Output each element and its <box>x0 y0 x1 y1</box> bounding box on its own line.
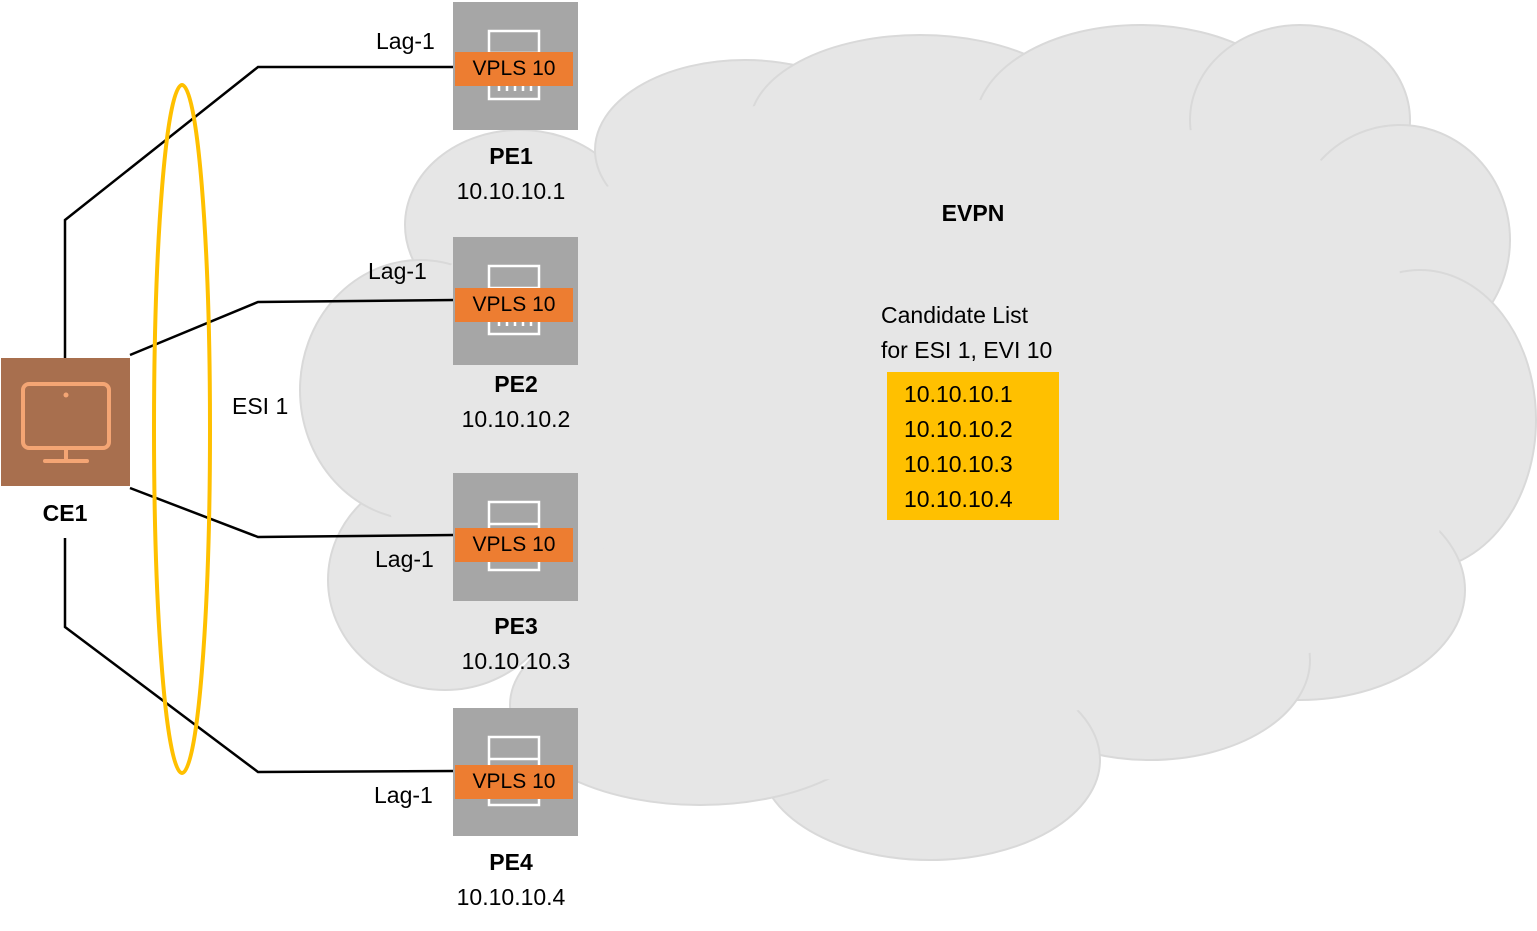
pe1-router: VPLS 10 <box>453 2 578 130</box>
pe3-vpls-tag: VPLS 10 <box>455 528 573 562</box>
pe2-ip: 10.10.10.2 <box>461 406 571 432</box>
monitor-icon <box>21 382 111 463</box>
ce-name: CE1 <box>42 500 88 526</box>
pe2-lag-label: Lag-1 <box>368 258 427 284</box>
pe4-lag-label: Lag-1 <box>374 782 433 808</box>
candidate-item: 10.10.10.3 <box>904 451 1013 477</box>
pe4-vpls-tag: VPLS 10 <box>455 765 573 799</box>
pe4-ip: 10.10.10.4 <box>456 884 566 910</box>
pe3-lag-label: Lag-1 <box>375 546 434 572</box>
pe1-lag-label: Lag-1 <box>376 28 435 54</box>
candidate-list-box: 10.10.10.1 10.10.10.2 10.10.10.3 10.10.1… <box>887 372 1059 520</box>
esi-label: ESI 1 <box>232 393 289 419</box>
ce-device <box>1 358 130 486</box>
candidate-list-title: Candidate List <box>881 302 1029 328</box>
pe1-vpls-tag: VPLS 10 <box>455 52 573 86</box>
evpn-label: EVPN <box>941 200 1005 226</box>
esi-ring <box>152 83 212 775</box>
pe3-ip: 10.10.10.3 <box>461 648 571 674</box>
pe2-vpls-tag: VPLS 10 <box>455 288 573 322</box>
candidate-item: 10.10.10.2 <box>904 416 1013 442</box>
candidate-list-subtitle: for ESI 1, EVI 10 <box>881 337 1053 363</box>
pe4-name: PE4 <box>489 849 533 875</box>
pe3-name: PE3 <box>494 613 538 639</box>
candidate-item: 10.10.10.4 <box>904 486 1013 512</box>
pe2-router: VPLS 10 <box>453 237 578 365</box>
pe4-router: VPLS 10 <box>453 708 578 836</box>
pe1-name: PE1 <box>489 143 533 169</box>
pe1-ip: 10.10.10.1 <box>456 178 566 204</box>
candidate-item: 10.10.10.1 <box>904 381 1013 407</box>
pe2-name: PE2 <box>494 371 538 397</box>
pe3-router: VPLS 10 <box>453 473 578 601</box>
